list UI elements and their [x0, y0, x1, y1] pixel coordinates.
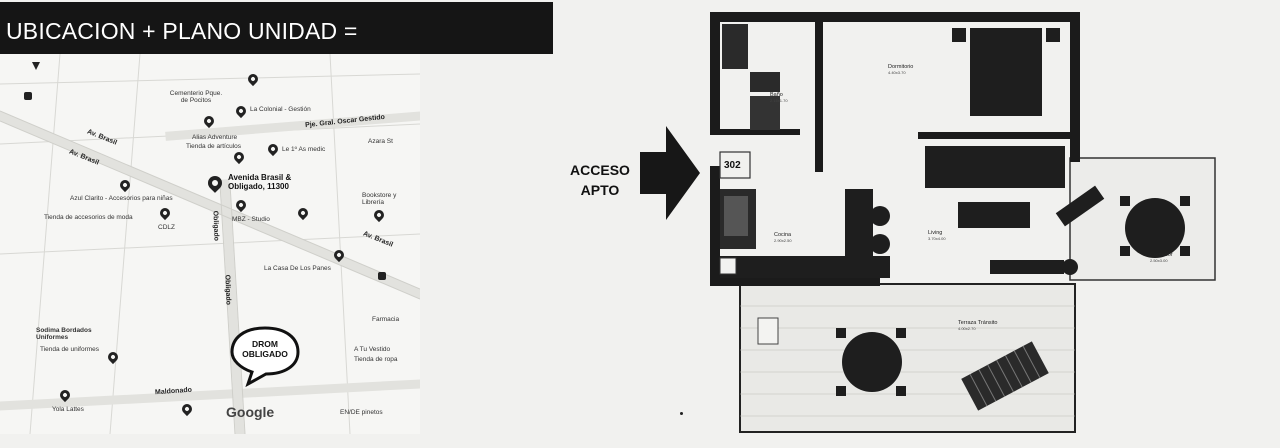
place-tu-vestido-sub: Tienda de ropa — [354, 356, 398, 363]
room-cocina-area: 2.90x2.50 — [774, 238, 792, 243]
place-tu-vestido: A Tu Vestido — [354, 346, 391, 353]
location-map: Av. Brasil Av. Brasil Av. Brasil Obligad… — [0, 54, 420, 434]
bubble-line-1: DROM — [252, 339, 278, 349]
bubble-text: DROM OBLIGADO — [236, 339, 294, 360]
bubble-line-2: OBLIGADO — [242, 348, 288, 359]
place-farmacia: Farmacia — [372, 316, 400, 323]
floor-plan — [710, 12, 1216, 433]
place-azul-sub: Tienda de accesorios de moda — [44, 214, 133, 221]
room-living-area: 3.70x4.00 — [928, 236, 946, 241]
place-mbz: MBZ - Studio — [232, 216, 270, 223]
access-line-1: ACCESO — [570, 162, 630, 178]
place-cdlz: CDLZ — [158, 224, 175, 231]
place-bookstore: Bookstore y Librería — [362, 192, 397, 207]
map-roads — [0, 54, 420, 434]
room-terraza-area: 4.00x2.70 — [958, 326, 976, 331]
room-bano: Baño 2.15x1.70 — [770, 92, 788, 103]
stray-mark — [680, 412, 683, 415]
place-en-de: EN/DE pinetos — [340, 409, 383, 416]
room-living: Living 3.70x4.00 — [928, 230, 946, 241]
room-terraza: Terraza Tránsito 4.00x2.70 — [958, 320, 997, 331]
room-cocina: Cocina 2.90x2.50 — [774, 232, 792, 243]
room-dormitorio-area: 4.40x3.70 — [888, 70, 906, 75]
place-colonial: La Colonial - Gestión — [250, 106, 311, 113]
place-marker-icon — [378, 272, 386, 280]
room-bano-area: 2.15x1.70 — [770, 98, 788, 103]
street-obligado-1: Obligado — [211, 210, 220, 242]
place-avenida: Avenida Brasil & Obligado, 11300 — [228, 173, 292, 191]
place-cementerio: Cementerio Pque. de Pocitos — [169, 90, 223, 105]
page-title: UBICACION + PLANO UNIDAD = — [0, 2, 553, 54]
room-living-name: Living — [928, 230, 943, 236]
unit-number: 302 — [724, 160, 741, 171]
place-alias-sub: Tienda de artículos — [186, 143, 242, 150]
place-le-medic: Le 1º As medic — [282, 146, 326, 153]
place-alias: Alias Adventure — [192, 134, 238, 141]
room-dormitorio-name: Dormitorio — [888, 64, 914, 70]
place-marker-icon — [24, 92, 32, 100]
place-sodima: Sodima Bordados Uniformes — [36, 327, 92, 342]
room-comedor-area: 2.50x3.00 — [1150, 258, 1168, 263]
google-logo: Google — [226, 404, 275, 420]
access-arrow-icon — [640, 126, 700, 220]
place-sodima-sub: Tienda de uniformes — [40, 346, 100, 353]
room-terraza-name: Terraza Tránsito — [958, 320, 998, 326]
room-comedor-name: Comedor — [1150, 252, 1173, 258]
room-dormitorio: Dormitorio 4.40x3.70 — [888, 64, 913, 75]
place-casa: La Casa De Los Panes — [264, 265, 331, 272]
place-yola: Yola Lattes — [52, 406, 84, 413]
street-azara: Azara St — [368, 138, 393, 145]
room-bano-name: Baño — [770, 92, 783, 98]
access-line-2: APTO — [580, 182, 620, 198]
street-obligado-2: Obligado — [223, 274, 232, 306]
place-azul-clarito: Azul Clarito - Accesorios para niñas — [70, 195, 173, 202]
speech-bubble-icon — [230, 326, 300, 388]
room-comedor: Comedor 2.50x3.00 — [1150, 252, 1173, 263]
access-label: ACCESO APTO — [560, 160, 640, 200]
room-cocina-name: Cocina — [774, 232, 792, 238]
